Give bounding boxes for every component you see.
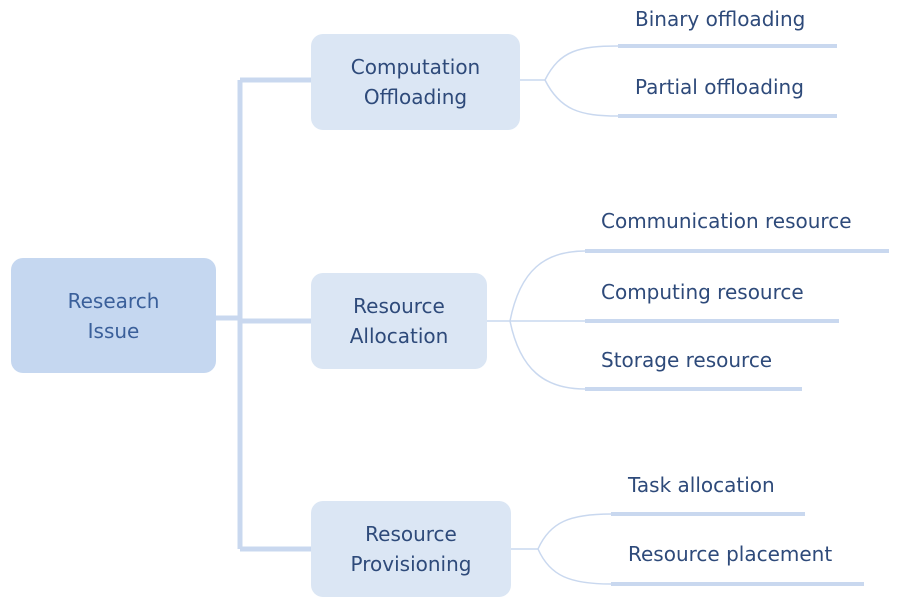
- branch-node-resource-allocation[interactable]: Resource Allocation: [311, 273, 487, 369]
- root-node-research-issue[interactable]: Research Issue: [11, 258, 216, 373]
- branch-node-label-line1: Computation: [350, 55, 481, 79]
- branch-node-computation-offloading[interactable]: Computation Offloading: [311, 34, 520, 130]
- branch-node-label-line1: Resource: [365, 522, 457, 546]
- branch-node-label-line2: Offloading: [363, 85, 468, 109]
- leaf-binary-offloading[interactable]: Binary offloading: [635, 7, 806, 31]
- leaf-partial-offloading[interactable]: Partial offloading: [635, 75, 804, 99]
- branch-node-label-line2: Allocation: [349, 324, 449, 348]
- leaf-task-allocation[interactable]: Task allocation: [628, 473, 775, 497]
- root-node-label-line2: Issue: [87, 318, 140, 343]
- leaf-storage-resource[interactable]: Storage resource: [601, 348, 773, 372]
- branch-node-label-line2: Provisioning: [350, 552, 472, 576]
- branch-node-label-line1: Resource: [353, 294, 445, 318]
- leaf-resource-placement[interactable]: Resource placement: [628, 542, 833, 566]
- branch-node-resource-provisioning[interactable]: Resource Provisioning: [311, 501, 511, 597]
- leaf-computing-resource[interactable]: Computing resource: [601, 280, 804, 304]
- root-node-label-line1: Research: [67, 288, 160, 313]
- leaf-communication-resource[interactable]: Communication resource: [601, 209, 852, 233]
